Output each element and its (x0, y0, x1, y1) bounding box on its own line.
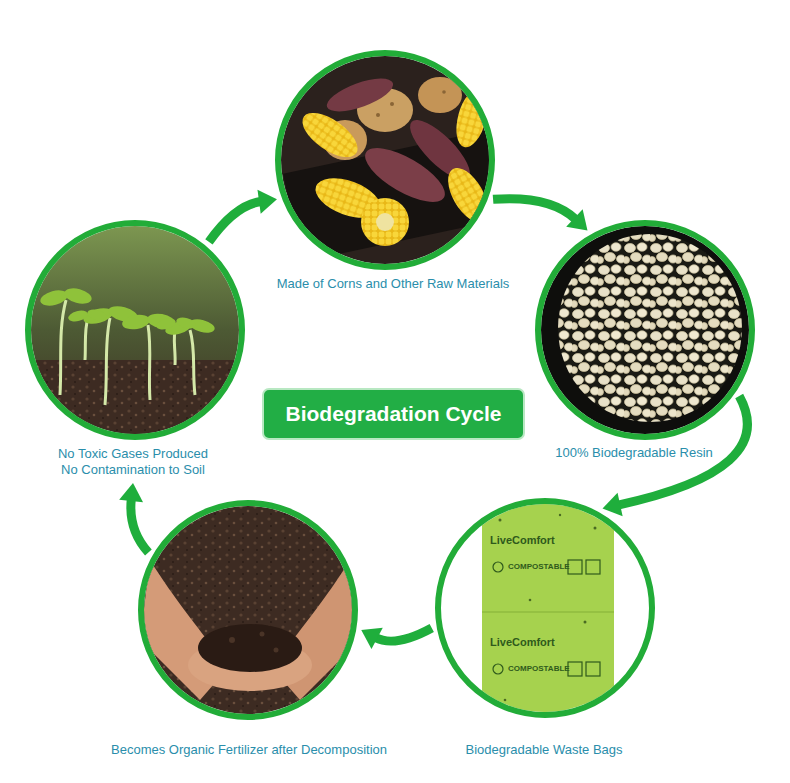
cycle-arrow (119, 483, 148, 553)
illustration-part (60, 300, 66, 395)
illustration-part (25, 360, 245, 440)
illustration-part (586, 560, 600, 574)
illustration-part (418, 77, 462, 113)
waste-bag-photo (435, 498, 655, 720)
illustration-part (559, 514, 561, 516)
illustration-part (105, 318, 110, 405)
illustration-part (376, 213, 394, 231)
illustration-part (586, 662, 600, 676)
illustration-part (482, 611, 614, 613)
illustration-part (67, 309, 89, 324)
illustration-part (140, 500, 360, 720)
illustration-part (390, 102, 394, 106)
stage-caption: No Toxic Gases Produced No Contamination… (49, 446, 217, 478)
illustration-part (594, 527, 597, 530)
illustration-part (376, 113, 380, 117)
illustration-part (558, 234, 742, 422)
stage-circle: Becomes Organic Fertilizer after Decompo… (138, 500, 358, 720)
illustration-part (568, 662, 582, 676)
illustration-part (482, 498, 614, 720)
arrow-shaft (375, 628, 431, 641)
illustration-part (39, 288, 70, 309)
illustration-part (361, 198, 409, 246)
illustration-part (229, 637, 235, 643)
illustration-part (295, 104, 365, 165)
arrow-head (566, 209, 587, 230)
illustration-part (451, 85, 494, 150)
stage-circle: No Toxic Gases Produced No Contamination… (25, 220, 245, 440)
illustration-part (493, 664, 503, 674)
illustration-part (121, 313, 151, 332)
illustration-part (63, 286, 94, 307)
stage-caption: 100% Biodegradable Resin (555, 445, 713, 461)
cycle-arrow (361, 628, 431, 649)
arrow-shaft (493, 199, 576, 220)
illustration-part (85, 318, 88, 360)
illustration-part (274, 648, 279, 653)
cycle-arrow (493, 199, 587, 231)
bag-print: COMPOSTABLE (508, 562, 570, 571)
title-text: Biodegradation Cycle (286, 402, 502, 426)
title-banner: Biodegradation Cycle (262, 388, 525, 440)
illustration-part (529, 599, 532, 602)
bag-print: COMPOSTABLE (508, 664, 570, 673)
arrow-shaft (209, 201, 261, 241)
illustration-part (86, 308, 108, 323)
illustration-part (283, 128, 517, 262)
arrow-head (603, 493, 623, 516)
illustration-part (60, 300, 195, 405)
stage-circle: 100% Biodegradable Resin (535, 220, 755, 440)
illustration-part (198, 624, 302, 672)
stage-circle: Made of Corns and Other Raw Materials (275, 50, 495, 270)
illustration-part (323, 72, 397, 118)
soil-hands-photo (140, 500, 360, 720)
stage-circle: Biodegradable Waste Bags (435, 498, 655, 718)
arrow-head (257, 190, 276, 214)
illustration-part (25, 220, 245, 440)
illustration-part (260, 632, 265, 637)
illustration-part (499, 519, 502, 522)
stage-caption: Biodegradable Waste Bags (465, 742, 622, 758)
arrow-head (361, 628, 383, 649)
bag-print: LiveComfort (490, 636, 555, 648)
illustration-part (440, 162, 496, 229)
bag-print: LiveComfort (490, 534, 555, 546)
illustration-part (584, 621, 587, 624)
raw-materials-photo (270, 45, 517, 275)
cycle-arrow (209, 190, 277, 242)
arrow-shaft (131, 499, 149, 553)
seedlings-photo (25, 220, 245, 440)
illustration-part (504, 699, 507, 702)
illustration-part (155, 317, 177, 332)
illustration-part (493, 562, 503, 572)
illustration-part (39, 286, 216, 338)
illustration-part (442, 90, 446, 94)
illustration-part (190, 330, 195, 395)
stage-caption: Becomes Organic Fertilizer after Decompo… (111, 742, 387, 758)
illustration-part (148, 325, 150, 400)
illustration-part (535, 220, 755, 440)
illustration-part (568, 560, 582, 574)
stage-caption: Made of Corns and Other Raw Materials (277, 276, 510, 292)
arrow-head (119, 483, 143, 502)
illustration-part (175, 316, 197, 331)
resin-pellets-photo (535, 220, 755, 440)
